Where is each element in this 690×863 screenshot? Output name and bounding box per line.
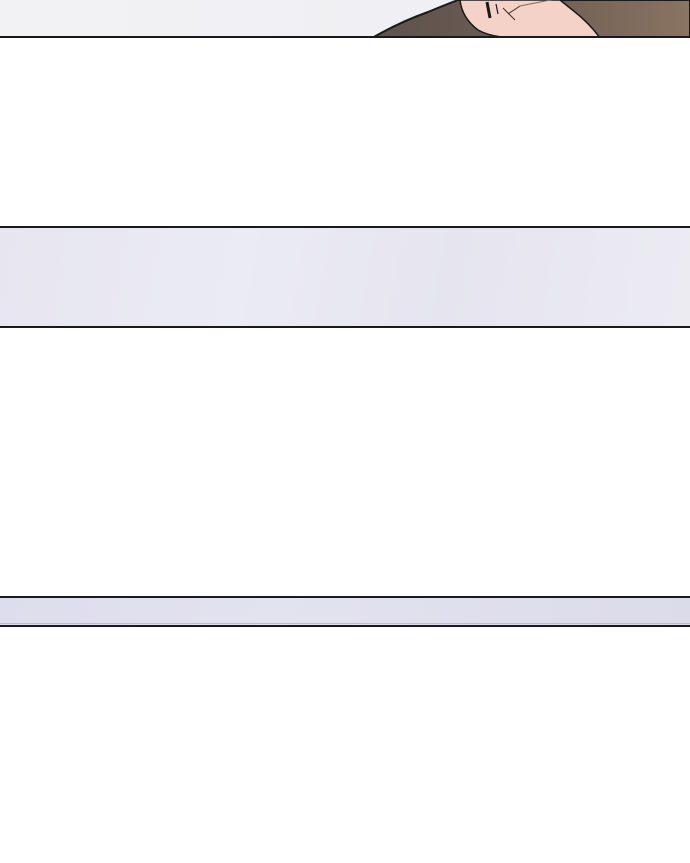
character-illustration (373, 0, 690, 36)
middle-panel (0, 226, 690, 328)
bottom-panel (0, 596, 690, 627)
finger-line (502, 7, 516, 21)
finger-line (485, 1, 492, 19)
finger-line (507, 5, 521, 15)
hand-shape (459, 0, 600, 36)
finger-line (495, 3, 499, 15)
finger-line (519, 0, 553, 7)
top-panel (0, 0, 690, 38)
